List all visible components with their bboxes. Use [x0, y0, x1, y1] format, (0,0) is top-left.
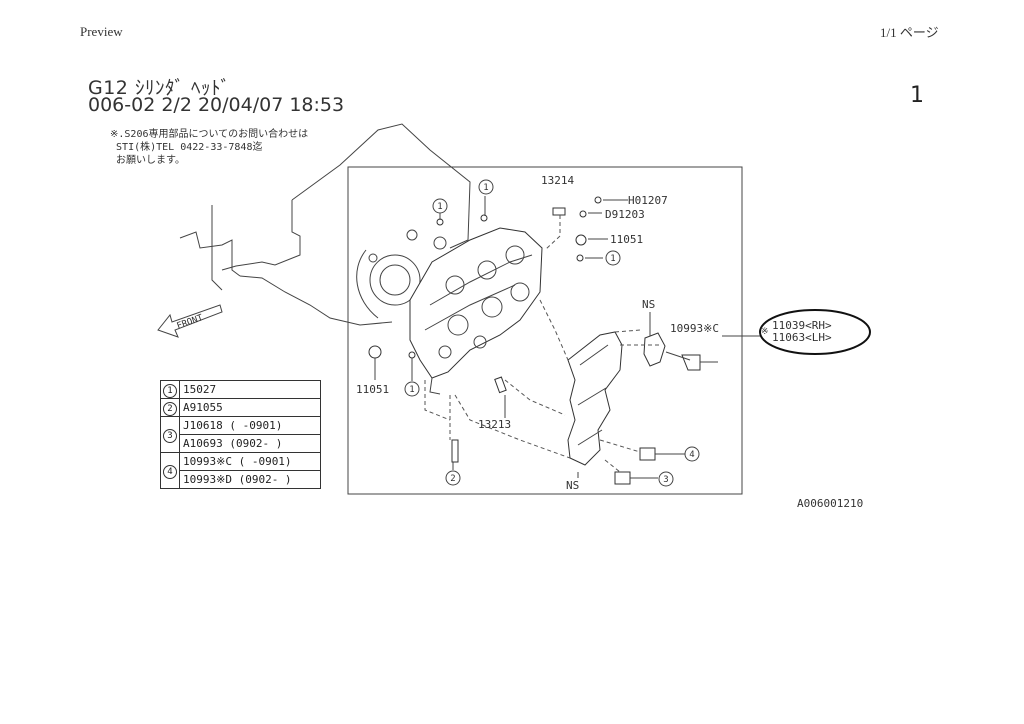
- bolt-top: [480, 214, 488, 222]
- engine-block-outline: [179, 123, 471, 326]
- ref-2: 2: [450, 474, 455, 484]
- callout-11051-top: 11051: [610, 233, 643, 246]
- diagram-id: A006001210: [797, 497, 864, 510]
- gasket-d91203: [579, 210, 587, 218]
- legend-row-4b: 10993※D (0902- ): [161, 470, 321, 489]
- legend-row-3b: A10693 (0902- ): [161, 434, 321, 453]
- circled-1-a: [478, 179, 494, 195]
- camshaft-cap-part: [567, 331, 666, 466]
- diagram-frame: [347, 166, 743, 495]
- legend-value-1: 15027: [179, 380, 321, 399]
- legend-key-3: 3: [163, 429, 177, 443]
- front-arrow-icon: FRONT: [157, 304, 223, 338]
- ref-1-d: 1: [409, 385, 414, 395]
- circled-1-b: [432, 198, 448, 214]
- callout-labels: 13214 H01207 D91203 11051 11051 13213 NS…: [356, 174, 832, 492]
- leader-lines: [374, 196, 760, 479]
- plug-11051-top: [575, 234, 587, 246]
- circled-4: [684, 446, 700, 462]
- callout-d91203: D91203: [605, 208, 645, 221]
- circled-1-d: [404, 381, 420, 397]
- dowel-pin-13213: [494, 376, 507, 394]
- callout-11063: 11063<LH>: [772, 331, 832, 344]
- legend-key-2: 2: [163, 402, 177, 416]
- legend-row-1: 1 15027: [160, 380, 321, 399]
- document-title: G12 ｼﾘﾝﾀﾞ ﾍｯﾄﾞ: [88, 77, 231, 99]
- parts-legend-table: 1 15027 2 A91055 3 J10618 ( -0901) A1069…: [160, 380, 321, 489]
- callout-11051-left: 11051: [356, 383, 389, 396]
- page-number: 1: [910, 83, 924, 108]
- ref-3: 3: [663, 475, 668, 485]
- page-count: 1/1 ページ: [880, 25, 939, 40]
- document-subtitle: 006-02 2/2 20/04/07 18:53: [88, 94, 345, 116]
- cylinder-head-part: [409, 227, 543, 395]
- callout-ns-top: NS: [642, 298, 655, 311]
- note-line-3: お願いします。: [116, 155, 186, 166]
- legend-key-4: 4: [163, 465, 177, 479]
- callout-h01207: H01207: [628, 194, 668, 207]
- bolt-h01207: [594, 196, 602, 204]
- legend-value-2: A91055: [179, 398, 321, 417]
- bolt-4: [639, 447, 656, 461]
- plug-11051-left: [368, 345, 382, 359]
- note-line-2: STI(株)TEL 0422-33-7848迄: [116, 142, 263, 153]
- bolt-10993c: [681, 354, 701, 371]
- circled-refs: 1 1 1 1 2 3 4: [404, 179, 700, 487]
- dowel-pin-13214: [552, 207, 566, 216]
- legend-row-3a: 3 J10618 ( -0901): [160, 416, 321, 453]
- bolt-3: [614, 471, 631, 485]
- legend-value-4b: 10993※D (0902- ): [179, 470, 321, 489]
- circled-3: [658, 471, 674, 487]
- sti-contact-note: ※.S206専用部品についてのお問い合わせは STI(株)TEL 0422-33…: [110, 128, 308, 167]
- stud-bolt: [451, 439, 459, 463]
- ref-1-c: 1: [610, 254, 615, 264]
- bolt-left: [408, 351, 416, 359]
- callout-mark: ※: [761, 327, 769, 337]
- preview-label: Preview: [80, 24, 123, 39]
- legend-value-3b: A10693 (0902- ): [179, 434, 321, 453]
- callout-10993c: 10993※C: [670, 322, 719, 335]
- legend-row-4a: 4 10993※C ( -0901): [160, 452, 321, 489]
- highlight-circle: [759, 309, 871, 355]
- ref-1-a: 1: [483, 183, 488, 193]
- bolt-small: [576, 254, 584, 262]
- legend-key-1: 1: [163, 384, 177, 398]
- callout-11039: 11039<RH>: [772, 319, 832, 332]
- ref-4: 4: [689, 450, 694, 460]
- legend-row-2: 2 A91055: [160, 398, 321, 417]
- circled-2: [445, 470, 461, 486]
- legend-value-4a: 10993※C ( -0901): [179, 452, 321, 471]
- small-parts: [368, 196, 701, 485]
- note-line-1: ※.S206専用部品についてのお問い合わせは: [110, 129, 309, 140]
- ref-1-b: 1: [437, 202, 442, 212]
- callout-13213: 13213: [478, 418, 511, 431]
- callout-ns-bottom: NS: [566, 479, 579, 492]
- callout-13214: 13214: [541, 174, 574, 187]
- circled-1-c: [605, 250, 621, 266]
- legend-value-3a: J10618 ( -0901): [179, 416, 321, 435]
